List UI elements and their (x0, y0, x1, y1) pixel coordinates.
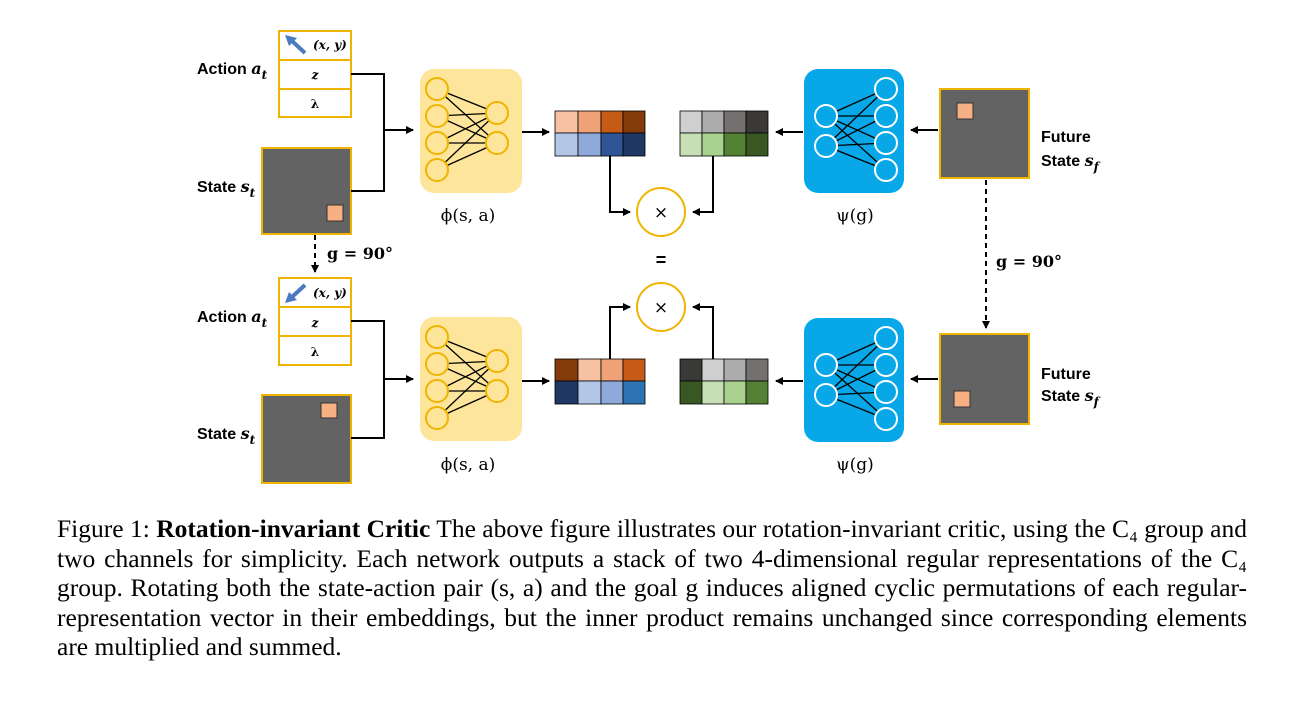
rotation-label-left: g = 90° (327, 244, 393, 263)
future-state-image-top (939, 88, 1030, 179)
action-row-lambda-bottom: λ (311, 345, 319, 359)
rotation-label-right: g = 90° (996, 252, 1062, 271)
action-table-bottom: (x, y) z λ (278, 277, 352, 366)
state-image-top (261, 147, 352, 235)
caption-text: The above figure illustrates our rotatio… (57, 514, 1247, 661)
psi-label-bottom: ψ(g) (836, 455, 873, 475)
multiply-symbol-top: × (654, 203, 668, 223)
caption-prefix: Figure 1: (57, 514, 157, 543)
phi-network-top (419, 68, 523, 194)
multiply-node-top (636, 187, 686, 237)
psi-network-top (803, 68, 905, 194)
phi-label-top: ϕ(s, a) (441, 206, 496, 226)
action-table-top: (x, y) z λ (278, 30, 352, 118)
arrow-up-left-icon (285, 35, 307, 55)
future-label-top-line1: Future (1041, 129, 1091, 146)
action-row-lambda-top: λ (311, 97, 319, 111)
multiply-node-bottom (636, 282, 686, 332)
future-label-bottom-line1: Future (1041, 366, 1091, 383)
state-label-top: State st (197, 177, 256, 200)
phi-label-bottom: ϕ(s, a) (441, 455, 496, 475)
figure-caption: Figure 1: Rotation-invariant Critic The … (57, 514, 1247, 662)
embedding-phi-bottom (554, 358, 646, 405)
action-row-xy-bottom: (x, y) (313, 286, 347, 300)
action-row-z-top: z (311, 68, 320, 82)
future-label-top-line2: State sf (1041, 151, 1101, 174)
future-state-image-bottom (939, 333, 1030, 425)
caption-title: Rotation-invariant Critic (156, 514, 431, 543)
state-label-bottom: State st (197, 424, 256, 447)
equals-symbol: = (656, 250, 667, 270)
embedding-psi-bottom (679, 358, 769, 405)
psi-network-bottom (803, 317, 905, 443)
phi-network-bottom (419, 316, 523, 442)
action-row-z-bottom: z (311, 316, 320, 330)
embedding-psi-top (679, 110, 769, 157)
action-row-xy-top: (x, y) (313, 38, 347, 52)
embedding-phi-top (554, 110, 646, 157)
rotation-invariant-critic-diagram: Action at (x, y) z λ State st ϕ(s, a) ψ(… (197, 30, 1101, 484)
action-label-bottom: Action at (197, 307, 268, 330)
arrow-down-left-icon (285, 283, 307, 303)
action-label-top: Action at (197, 59, 268, 82)
multiply-symbol-bottom: × (654, 298, 668, 318)
future-label-bottom-line2: State sf (1041, 386, 1101, 409)
psi-label-top: ψ(g) (836, 206, 873, 226)
state-image-bottom (261, 394, 352, 484)
